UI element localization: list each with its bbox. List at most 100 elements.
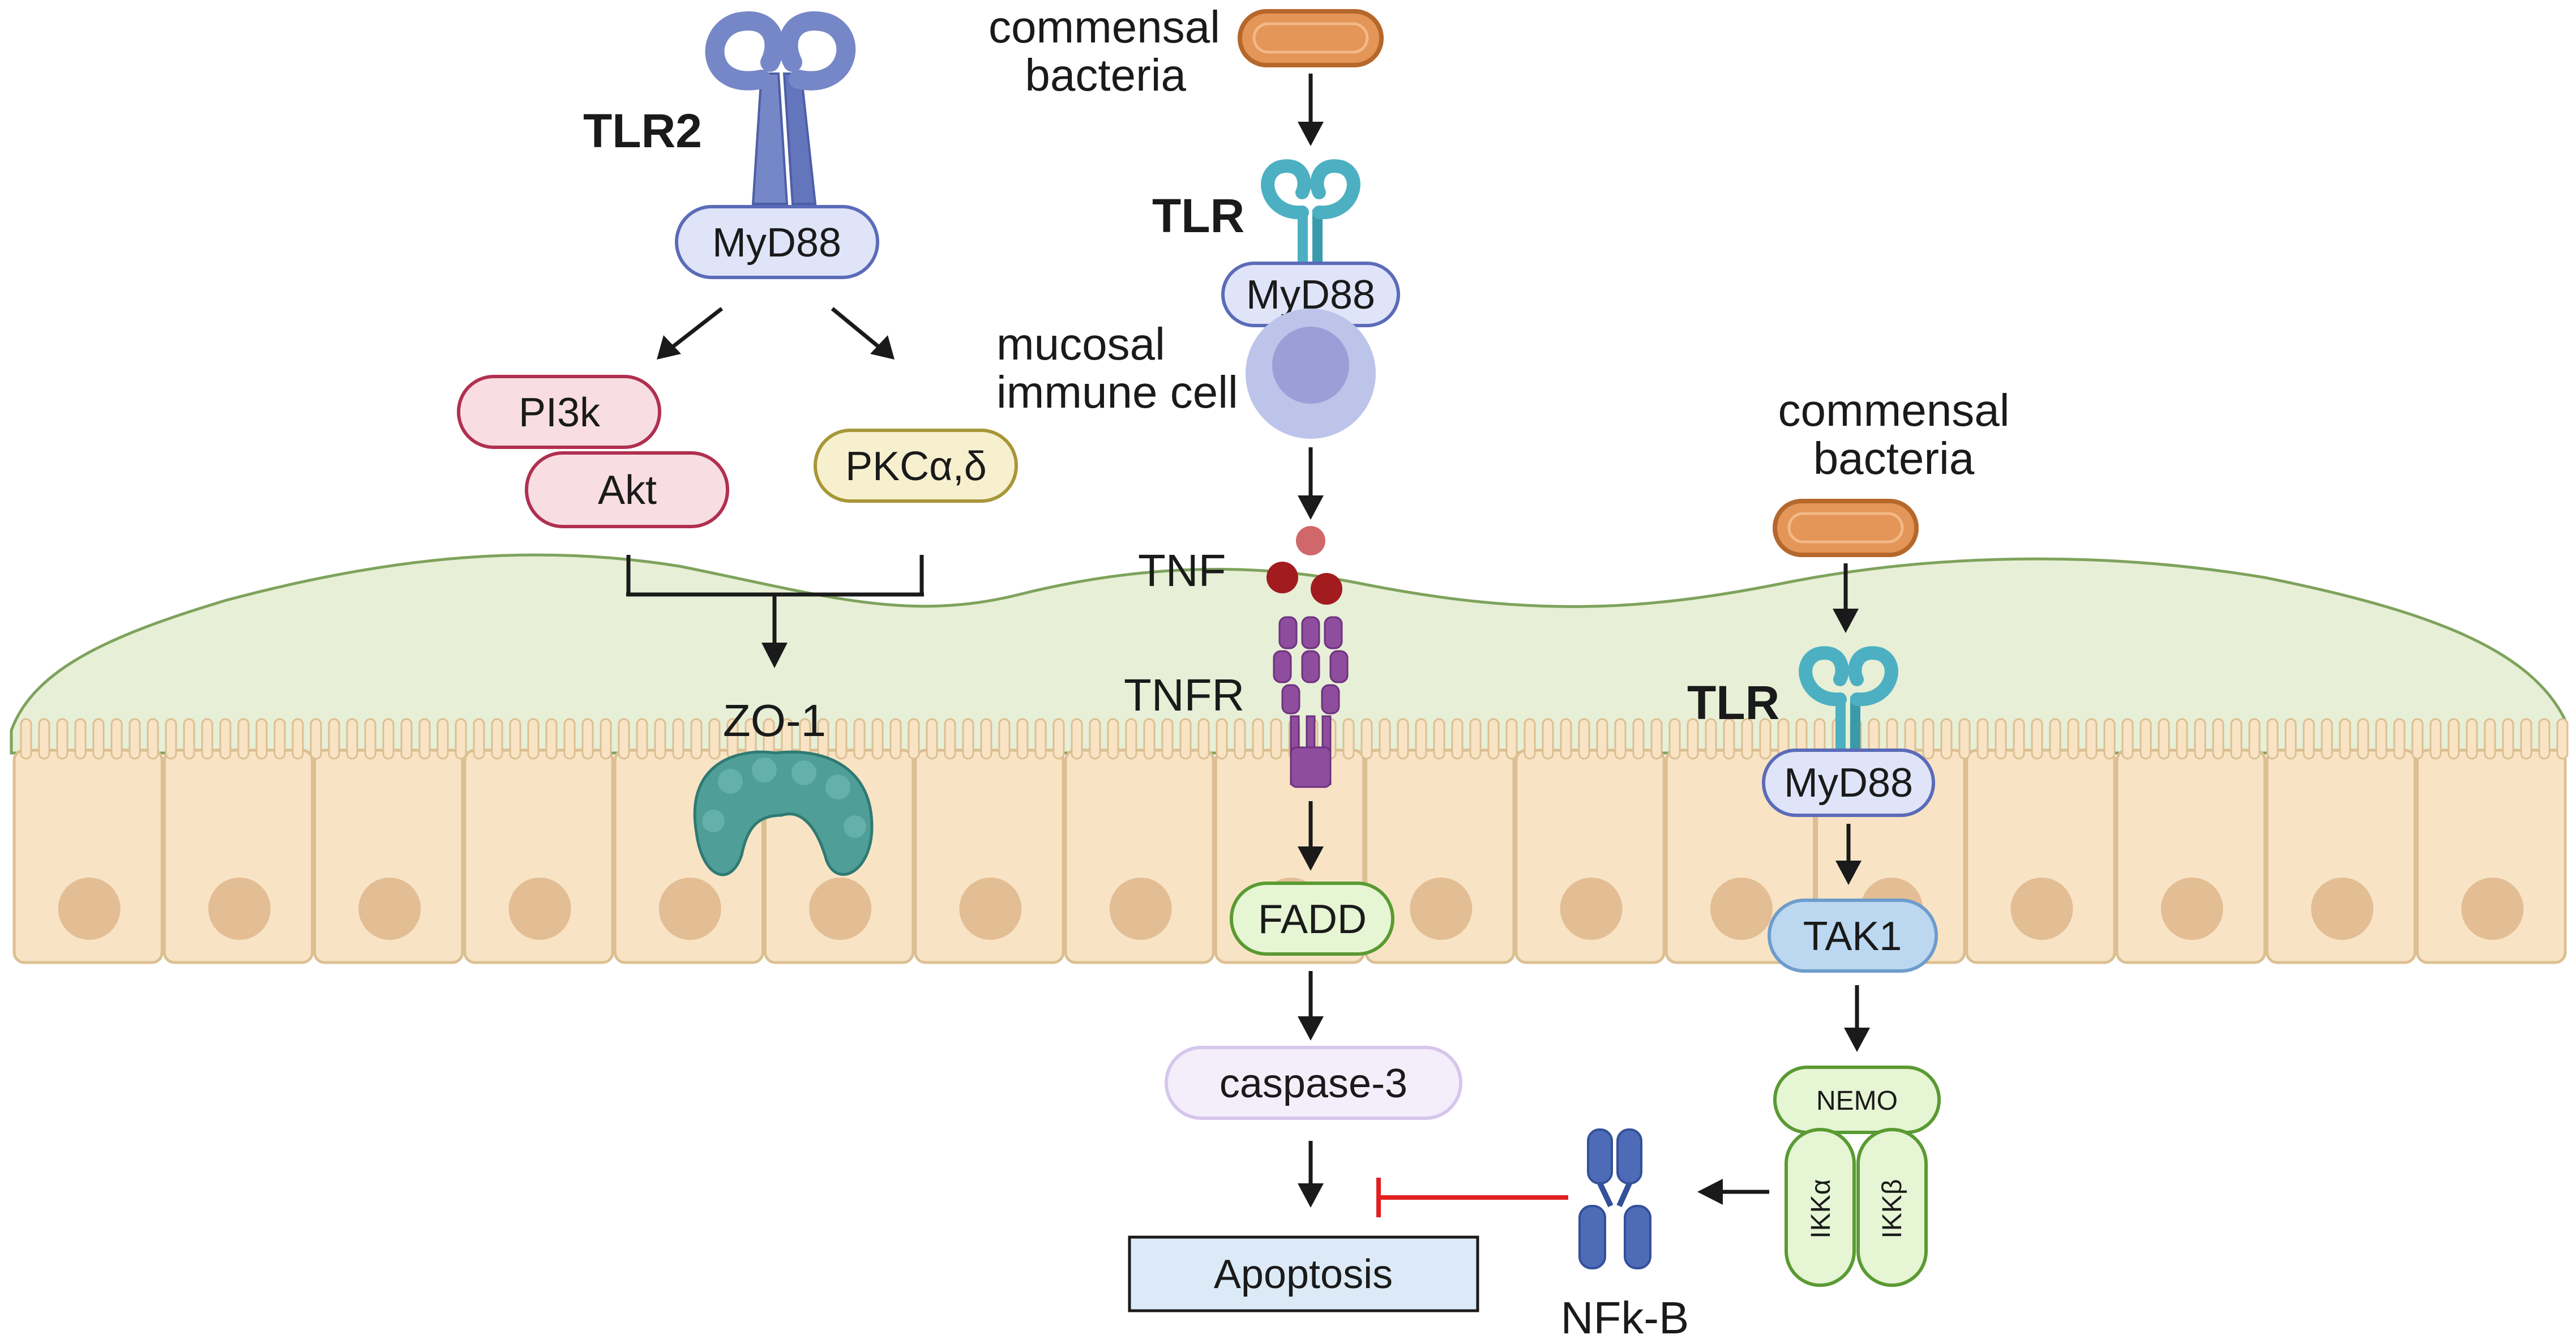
- microvillus: [527, 718, 540, 760]
- microvillus: [92, 718, 105, 760]
- microvillus: [418, 718, 431, 760]
- zo1-label: ZO-1: [723, 695, 826, 746]
- microvillus: [2067, 718, 2079, 760]
- microvillus: [2502, 718, 2514, 760]
- commensal-top-line2: bacteria: [1025, 50, 1186, 100]
- fadd-box: [1230, 882, 1394, 956]
- tlr-center-label: TLR: [1152, 189, 1244, 242]
- microvillus: [1016, 718, 1029, 760]
- microvillus: [2520, 718, 2532, 760]
- cell-nucleus: [658, 878, 721, 940]
- tnf-pathway: commensal bacteria TLR MyD88 mucosal imm…: [989, 2, 1568, 1312]
- microvillus: [382, 718, 395, 760]
- microvillus: [346, 718, 358, 760]
- microvillus: [545, 718, 558, 760]
- microvillus: [1958, 718, 1971, 760]
- myd88-right-box: [1762, 749, 1935, 817]
- microvillus: [600, 718, 612, 760]
- microvillus: [1342, 718, 1355, 760]
- microvillus: [1723, 718, 1735, 760]
- microvilli: [20, 718, 2569, 760]
- microvillus: [2103, 718, 2116, 760]
- microvillus: [1179, 718, 1192, 760]
- commensal-right-line1: commensal: [1778, 385, 2009, 435]
- microvillus: [1687, 718, 1699, 760]
- microvillus: [201, 718, 213, 760]
- nfkb-protein-icon: [1578, 1128, 1651, 1269]
- microvillus: [926, 718, 938, 760]
- caspase3-box: [1165, 1046, 1462, 1120]
- microvillus: [998, 718, 1011, 760]
- pkc-label: PKCα,δ: [845, 444, 987, 489]
- microvillus: [1252, 718, 1264, 760]
- microvillus: [708, 718, 721, 760]
- bacteria-top-icon: [1238, 9, 1384, 67]
- microvillus: [1922, 718, 1935, 760]
- microvillus: [871, 718, 884, 760]
- microvillus: [129, 718, 141, 760]
- microvillus: [38, 718, 50, 760]
- microvillus: [1143, 718, 1156, 760]
- tnf-label: TNF: [1138, 545, 1226, 596]
- ikkb-box: [1856, 1128, 1928, 1287]
- microvillus: [2484, 718, 2496, 760]
- microvillus: [237, 718, 250, 760]
- microvillus: [273, 718, 286, 760]
- microvillus: [310, 718, 322, 760]
- epithelial-cell: [12, 749, 164, 964]
- tak1-box: [1768, 899, 1938, 973]
- tlr2-receptor-icon: [705, 11, 856, 205]
- microvillus: [1052, 718, 1065, 760]
- nfkb-label: NFk-B: [1561, 1293, 1689, 1343]
- microvillus: [1505, 718, 1518, 760]
- caspase3-label: caspase-3: [1219, 1061, 1407, 1106]
- microvillus: [292, 718, 304, 760]
- microvillus: [1596, 718, 1608, 760]
- fadd-label: FADD: [1258, 897, 1367, 942]
- microvillus: [962, 718, 974, 760]
- microvillus: [980, 718, 992, 760]
- cell-nucleus: [508, 878, 571, 940]
- microvillus: [2212, 718, 2224, 760]
- cell-nucleus: [1109, 878, 1172, 940]
- cell-nucleus: [208, 878, 271, 940]
- microvillus: [1632, 718, 1645, 760]
- microvillus: [473, 718, 485, 760]
- microvillus: [944, 718, 956, 760]
- microvillus: [1125, 718, 1137, 760]
- microvillus: [2538, 718, 2551, 760]
- microvillus: [1107, 718, 1119, 760]
- apoptosis-box: [1128, 1235, 1479, 1312]
- pi3k-box: [457, 375, 661, 449]
- microvillus: [672, 718, 684, 760]
- microvillus: [1234, 718, 1246, 760]
- epithelial-cell: [1514, 749, 1666, 964]
- microvillus: [1759, 718, 1771, 760]
- microvillus: [1270, 718, 1282, 760]
- microvillus: [636, 718, 648, 760]
- microvillus: [2013, 718, 2025, 760]
- tlr2-label: TLR2: [583, 104, 702, 157]
- microvillus: [437, 718, 449, 760]
- epithelial-cell: [2115, 749, 2266, 964]
- microvillus: [2158, 718, 2170, 760]
- microvillus: [1650, 718, 1663, 760]
- myd88-right-label: MyD88: [1784, 760, 1913, 806]
- cell-nucleus: [58, 878, 121, 940]
- nemo-label: NEMO: [1816, 1086, 1898, 1116]
- zo1-protein-icon: [693, 750, 874, 876]
- microvillus: [1415, 718, 1427, 760]
- microvillus: [2031, 718, 2043, 760]
- cell-nucleus: [2461, 878, 2524, 940]
- microvillus: [1216, 718, 1228, 760]
- microvillus: [1433, 718, 1445, 760]
- microvillus: [147, 718, 159, 760]
- microvillus: [1469, 718, 1482, 760]
- microvillus: [581, 718, 594, 760]
- microvillus: [889, 718, 902, 760]
- tak1-label: TAK1: [1803, 914, 1902, 959]
- microvillus: [1360, 718, 1373, 760]
- microvillus: [1578, 718, 1590, 760]
- microvillus: [1741, 718, 1753, 760]
- microvillus: [455, 718, 467, 760]
